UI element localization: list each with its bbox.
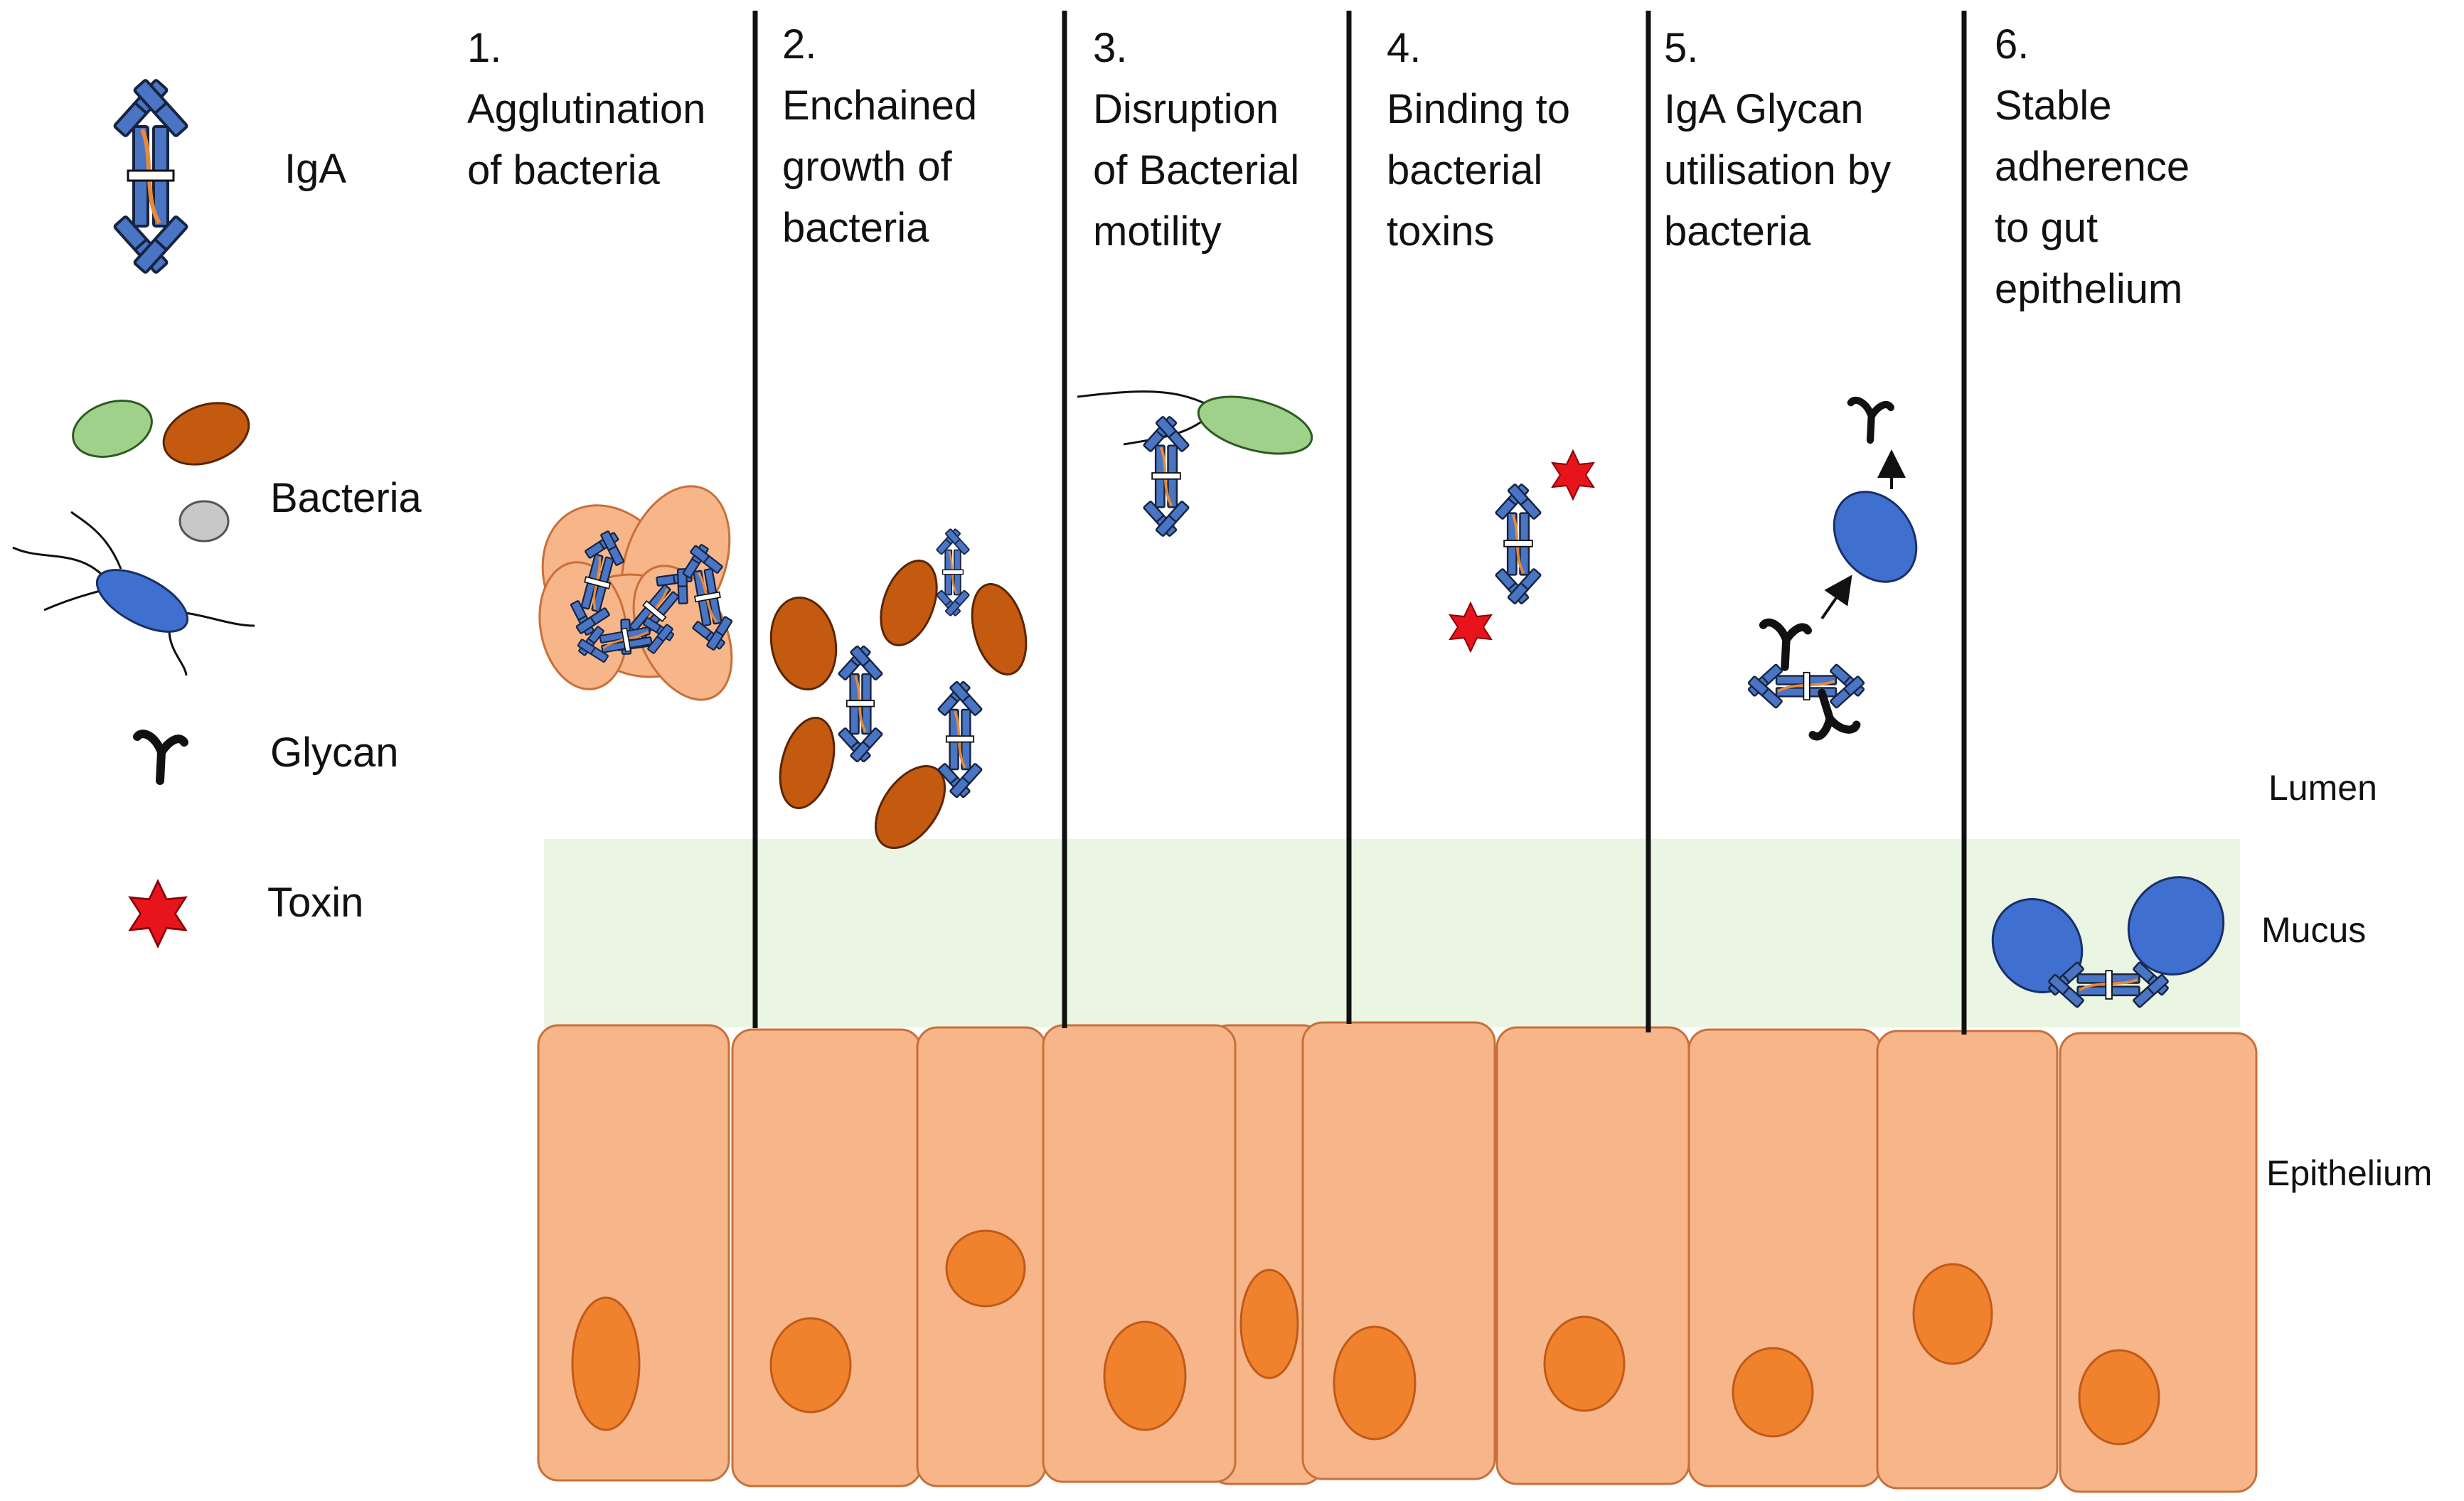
- zone-label-mucus: Mucus: [2261, 910, 2367, 950]
- cell-nucleus: [1732, 1347, 1814, 1438]
- mechanism-number: 6.: [1995, 21, 2030, 68]
- mechanism-number: 3.: [1093, 25, 1128, 71]
- cell-nucleus: [1239, 1268, 1299, 1379]
- mechanism-number: 4.: [1387, 25, 1422, 71]
- legend-bacteria-label: Bacteria: [270, 475, 422, 521]
- mechanism-title-line: Stable: [1995, 82, 2112, 129]
- mechanism-title-line: motility: [1093, 208, 1222, 255]
- mechanism-title-line: of bacteria: [467, 147, 660, 193]
- epithelial-cell: [1042, 1024, 1237, 1483]
- mechanism-title-line: bacteria: [782, 205, 929, 251]
- mechanism-title-line: of Bacterial: [1093, 147, 1300, 193]
- mechanism-title-line: adherence: [1995, 144, 2190, 190]
- legend-iga-icon: [114, 80, 187, 273]
- legend-toxin-icon: [129, 880, 187, 948]
- epithelium-layer: [537, 1021, 2258, 1493]
- mechanism-title-line: epithelium: [1995, 266, 2183, 312]
- cell-nucleus: [1543, 1315, 1626, 1412]
- mechanism-title-line: growth of: [782, 144, 952, 190]
- cell-nucleus: [1333, 1325, 1417, 1441]
- mechanism-title-line: IgA Glycan: [1664, 86, 1864, 132]
- motility-disruption-illustration: [1077, 390, 1313, 538]
- mechanism-title-line: bacteria: [1664, 208, 1811, 255]
- mechanism-title-line: bacterial: [1387, 147, 1543, 193]
- zone-label-lumen: Lumen: [2268, 768, 2377, 808]
- epithelial-cell: [1495, 1026, 1690, 1485]
- stable-adherence-illustration: [1991, 876, 2225, 1009]
- agglutination-illustration: [538, 485, 738, 701]
- mechanism-title-line: Enchained: [782, 82, 978, 129]
- epithelial-cell: [1876, 1030, 2059, 1490]
- mucus-layer: [544, 839, 2240, 1027]
- mechanism-title-line: toxins: [1387, 208, 1495, 255]
- mechanism-number: 5.: [1664, 25, 1699, 71]
- mechanism-title-line: utilisation by: [1664, 147, 1892, 193]
- legend-glycan-label: Glycan: [270, 730, 399, 776]
- cell-nucleus: [1912, 1263, 1993, 1365]
- enchained-growth-illustration: [769, 528, 1028, 850]
- mechanism-number: 2.: [782, 21, 817, 68]
- cell-nucleus: [769, 1317, 852, 1414]
- mechanism-title-line: Agglutination: [467, 86, 706, 132]
- mechanism-title-line: to gut: [1995, 205, 2098, 251]
- mechanism-number: 1.: [467, 25, 502, 71]
- mechanism-title-line: Disruption: [1093, 86, 1279, 132]
- legend-glycan-icon: [137, 734, 184, 781]
- cell-nucleus: [1103, 1320, 1187, 1431]
- cell-nuclei: [571, 1229, 2160, 1446]
- epithelial-cell: [731, 1028, 922, 1487]
- cell-nucleus: [571, 1296, 641, 1431]
- epithelial-cell: [537, 1024, 730, 1482]
- legend-iga-label: IgA: [284, 146, 347, 192]
- mechanism-title-line: Binding to: [1387, 86, 1570, 132]
- zone-label-epithelium: Epithelium: [2266, 1153, 2433, 1193]
- toxin-binding-illustration: [1449, 450, 1594, 652]
- legend-bacteria-icon: [12, 400, 255, 676]
- glycan-utilisation-illustration: [1746, 400, 1918, 742]
- panel-dividers: [752, 11, 1967, 1035]
- cell-nucleus: [945, 1229, 1026, 1308]
- legend-toxin-label: Toxin: [267, 880, 364, 926]
- cell-nucleus: [2078, 1349, 2160, 1446]
